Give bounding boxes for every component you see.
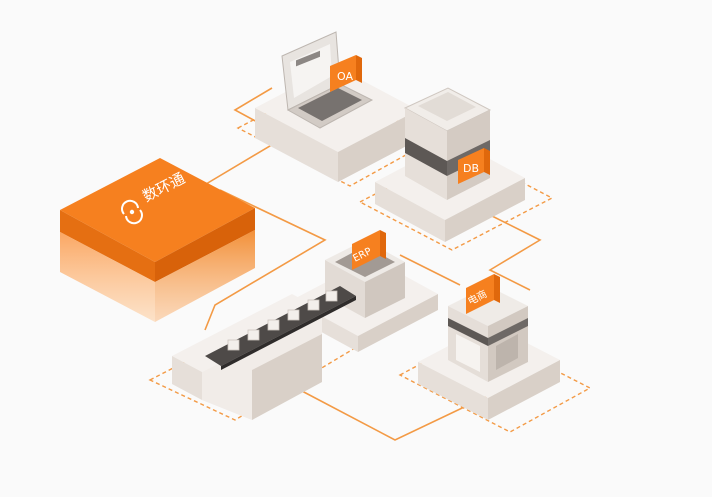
- ecommerce-tag: 电商: [465, 274, 500, 314]
- oa-tag-label: OA: [337, 70, 353, 83]
- link-erp-ecom: [399, 254, 461, 286]
- oa-tag: OA: [330, 55, 362, 92]
- link-hub-erp: [204, 189, 327, 331]
- conveyor-icon: [205, 286, 356, 370]
- db-tag: DB: [458, 148, 490, 184]
- sync-cloud-icon: [121, 199, 143, 225]
- db-node: DB: [375, 87, 525, 242]
- laptop-icon: [281, 31, 374, 129]
- oa-node: OA: [255, 31, 418, 182]
- ecommerce-node: 电商: [418, 274, 560, 420]
- link-db-ecom: [479, 209, 542, 291]
- erp-tag: ERP: [351, 230, 386, 270]
- platform-ecom: [398, 331, 592, 433]
- server-rack-icon: [403, 87, 492, 200]
- db-tag-label: DB: [463, 162, 479, 175]
- erp-conveyor-node: [172, 286, 356, 420]
- hub-node: 数环通: [60, 158, 255, 322]
